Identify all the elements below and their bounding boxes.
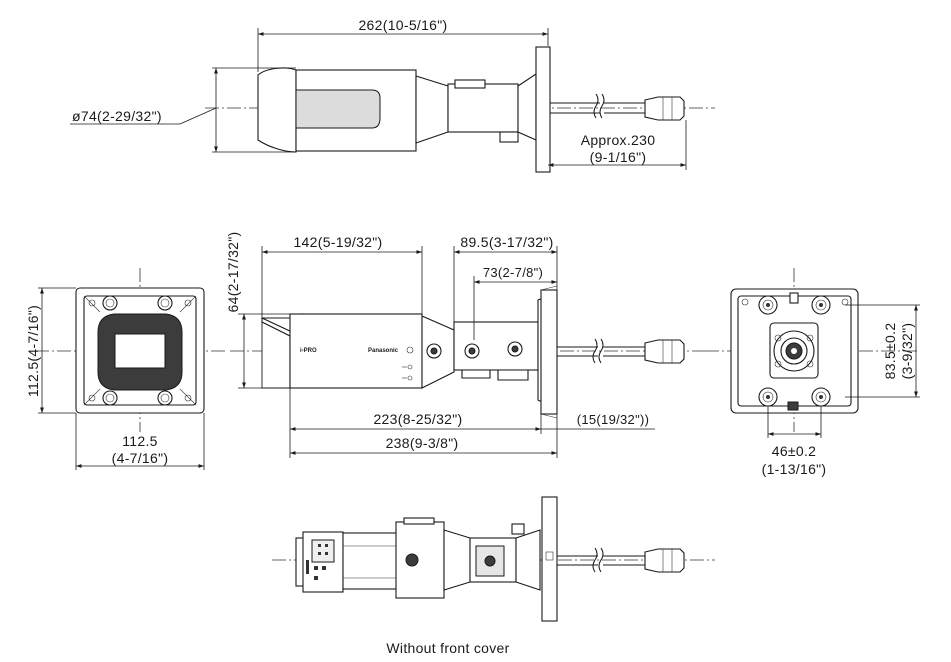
side-view: i-PRO Panasonic 64(2-17/32") <box>225 232 705 458</box>
front-width-label-2: (4-7/16") <box>112 450 169 466</box>
side-total-length-label: 238(9-3/8") <box>386 435 459 451</box>
front-height-label: 112.5(4-7/16") <box>25 305 41 397</box>
rear-width-label-2: (1-13/16") <box>762 461 827 477</box>
side-body-length-label: 223(8-25/32") <box>373 411 462 427</box>
front-width-label-1: 112.5 <box>122 433 158 449</box>
brand-text: Panasonic <box>368 348 399 354</box>
series-text: i-PRO <box>300 348 317 354</box>
side-height-label: 64(2-17/32") <box>225 232 241 313</box>
side-arm-offset-label: 73(2-7/8") <box>483 265 543 280</box>
top-view: 262(10-5/16") ø74(2-29/32") Approx.230 (… <box>70 17 715 173</box>
rear-screws <box>741 295 849 407</box>
bottom-view: Without front cover <box>272 496 715 656</box>
top-length-label: 262(10-5/16") <box>358 17 447 33</box>
rear-height-label-2: (3-9/32") <box>899 323 915 380</box>
side-base-depth-label: (15(19/32")) <box>577 412 650 427</box>
side-mount-offset-label: 89.5(3-17/32") <box>460 234 553 250</box>
front-view: 112.5 (4-7/16") 112.5(4-7/16") <box>25 268 225 470</box>
rear-height-label-1: 83.5±0.2 <box>882 323 898 380</box>
rear-width-label-1: 46±0.2 <box>772 443 817 459</box>
top-diameter-label: ø74(2-29/32") <box>72 108 162 124</box>
pcb-components <box>306 544 328 580</box>
bottom-view-caption: Without front cover <box>386 640 509 656</box>
side-front-length-label: 142(5-19/32") <box>293 234 382 250</box>
top-cable-label-2: (9-1/16") <box>590 149 647 165</box>
rear-view: 83.5±0.2 (3-9/32") 46±0.2 (1-13/16") <box>705 268 920 477</box>
front-screws <box>88 295 192 406</box>
top-cable-label-1: Approx.230 <box>581 132 656 148</box>
